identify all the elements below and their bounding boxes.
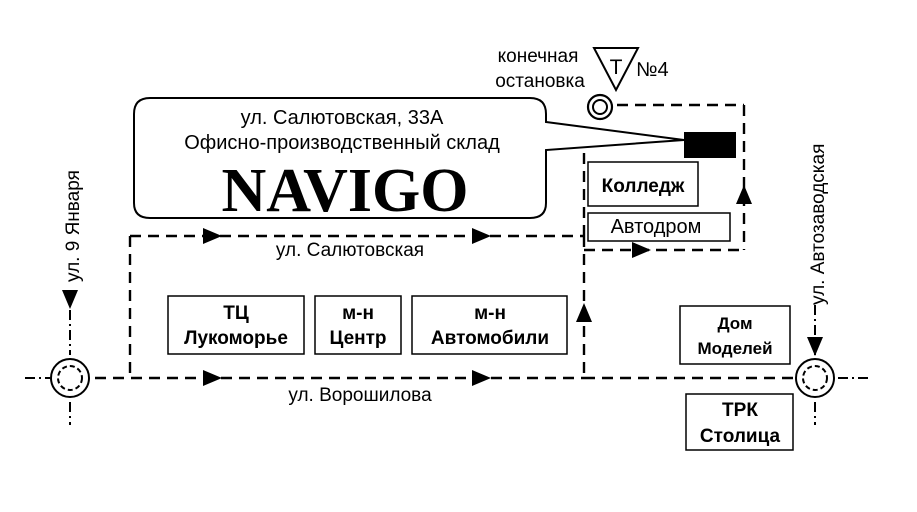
arrow-down-icon [807, 337, 823, 356]
trk-line2: Столица [700, 426, 781, 447]
lukomorye-line1: ТЦ [223, 303, 249, 324]
tsentr-line1: м-н [342, 303, 374, 324]
avtomobili-line1: м-н [474, 303, 506, 324]
street-9-yanvarya: ул. 9 Января [63, 170, 84, 282]
tsentr-line2: Центр [329, 328, 386, 349]
avtodrom-label: Автодром [611, 216, 702, 238]
arrow-right-icon [203, 228, 222, 244]
stop-label-line1: конечная [498, 46, 579, 67]
landmark-trk-stolitsa: ТРК Столица [685, 393, 794, 451]
landmark-college: Колледж [587, 161, 699, 207]
roundabout-west [50, 358, 90, 398]
street-salyutovskaya: ул. Салютовская [276, 240, 424, 261]
tram-sign-icon [592, 47, 640, 93]
arrow-right-icon [472, 228, 491, 244]
arrow-up-icon [736, 185, 752, 204]
landmark-avtodrom: Автодром [587, 212, 731, 242]
stop-label-line2: остановка [495, 71, 585, 92]
street-voroshilova: ул. Ворошилова [288, 385, 432, 406]
college-label: Колледж [602, 176, 685, 197]
callout-address: ул. Салютовская, 33А [241, 107, 444, 129]
tram-route-number: №4 [636, 59, 669, 81]
callout-warehouse: Офисно-производственный склад [184, 132, 500, 154]
arrow-right-icon [472, 370, 491, 386]
arrow-up-icon [576, 303, 592, 322]
landmark-dom-modeley: Дом Моделей [679, 305, 791, 365]
landmark-tsentr: м-н Центр [314, 295, 402, 355]
warehouse-marker [684, 132, 736, 158]
roundabout-east [795, 358, 835, 398]
dom-modeley-line1: Дом [717, 314, 752, 333]
street-avtozavodskaya: ул. Автозаводская [808, 144, 829, 305]
dom-modeley-line2: Моделей [697, 339, 772, 358]
avtomobili-line2: Автомобили [431, 328, 549, 349]
tram-stop-icon [586, 93, 614, 121]
landmark-lukomorye: ТЦ Лукоморье [167, 295, 305, 355]
route-lines [77, 103, 808, 380]
trk-line1: ТРК [722, 400, 758, 421]
lukomorye-line2: Лукоморье [184, 328, 288, 349]
callout-bubble [133, 97, 685, 219]
arrow-right-icon [203, 370, 222, 386]
tram-sign-letter: Т [610, 56, 623, 79]
brand-logo: NAVIGO [222, 157, 469, 225]
arrow-down-icon [62, 290, 78, 309]
direction-arrows [62, 185, 823, 386]
landmark-avtomobili: м-н Автомобили [411, 295, 568, 355]
arrow-right-icon [632, 242, 651, 258]
